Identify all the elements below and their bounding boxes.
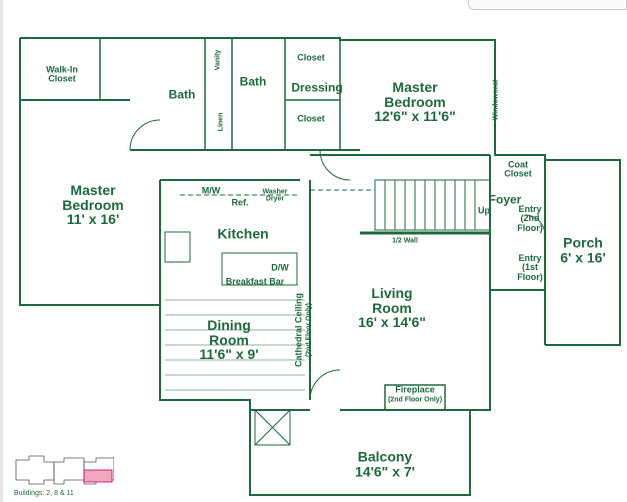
range-stove [164,231,191,263]
fireplace-box [384,384,446,411]
living-room-size: 16' x 14'6" [358,314,426,331]
key-plan-building-right [83,457,114,485]
bath-1-label: Bath [168,87,196,102]
inner-wall-top [20,99,490,400]
dressing-label: Dressing [291,80,343,95]
key-plan-building-left [15,455,55,485]
walk-in-closet-label: Walk-In Closet [46,64,78,84]
key-plan-building-center [53,457,85,485]
porch-name: Porch [563,234,603,251]
bath-walls [99,38,341,150]
balcony-name: Balcony [357,448,413,465]
stairs [374,179,491,231]
fireplace-text: Fireplace [395,384,435,395]
dishwasher-label: D/W [271,262,289,273]
washer-dryer-label: Washer Dryer [262,188,288,203]
coat-closet-label: Coat Closet [504,159,532,179]
outer-wall [19,37,621,496]
key-plan [15,455,114,485]
elevator-shaft [254,409,291,446]
breakfast-bar-counter [221,252,298,286]
windowseat-label: Windowseat [492,79,500,121]
doors [129,119,546,401]
kitchen-floor-lines [165,299,305,391]
closet-bottom-label: Closet [297,113,325,124]
dashed-ceiling-line [180,189,375,196]
entry-1st-floor-label: Entry (1st Floor) [517,252,543,282]
cathedral-ceiling-text: Cathedral Ceiling [293,292,304,368]
foyer-label: Foyer [488,192,522,207]
key-plan-highlighted-unit [83,469,113,483]
dining-room-name: Dining Room [207,316,251,348]
stairs-up-label: Up [478,205,490,216]
master-bedroom-1-name: Master Bedroom [384,78,446,110]
master-bedroom-2-name: Master Bedroom [62,181,124,213]
balcony-size: 14'6" x 7' [354,463,416,479]
living-room-name: Living Room [371,284,413,316]
fireplace-note: (2nd Floor Only) [387,397,443,404]
refrigerator-label: Ref. [231,197,249,208]
dining-room-size: 11'6" x 9' [199,346,259,363]
viewer-frame-edge [0,0,3,502]
half-wall-label: 1/2 Wall [392,237,418,245]
master-bedroom-1-size: 12'6" x 11'6" [374,108,456,125]
entry-2nd-floor-label: Entry (2nd Floor) [517,203,543,233]
linen-label: Linen [217,112,225,132]
breakfast-bar-label: Breakfast Bar [225,276,285,287]
fireplace-label: Fireplace (2nd Floor Only) [387,384,443,405]
stair-treads [384,180,476,230]
vanity-label: Vanity [214,49,222,71]
cathedral-ceiling-label: Cathedral Ceiling(2nd Floor Only) [293,292,314,368]
cathedral-ceiling-note: (2nd Floor Only) [306,302,313,358]
master-bedroom-2-size: 11' x 16' [66,211,120,228]
kitchen-label: Kitchen [217,225,269,242]
bath-2-label: Bath [239,74,267,89]
microwave-label: M/W [201,185,221,196]
closet-top-label: Closet [297,52,325,63]
key-plan-caption: Buildings: 2, 8 & 11 [14,490,74,497]
elevator-x [254,409,291,446]
porch-size: 6' x 16' [560,249,606,265]
